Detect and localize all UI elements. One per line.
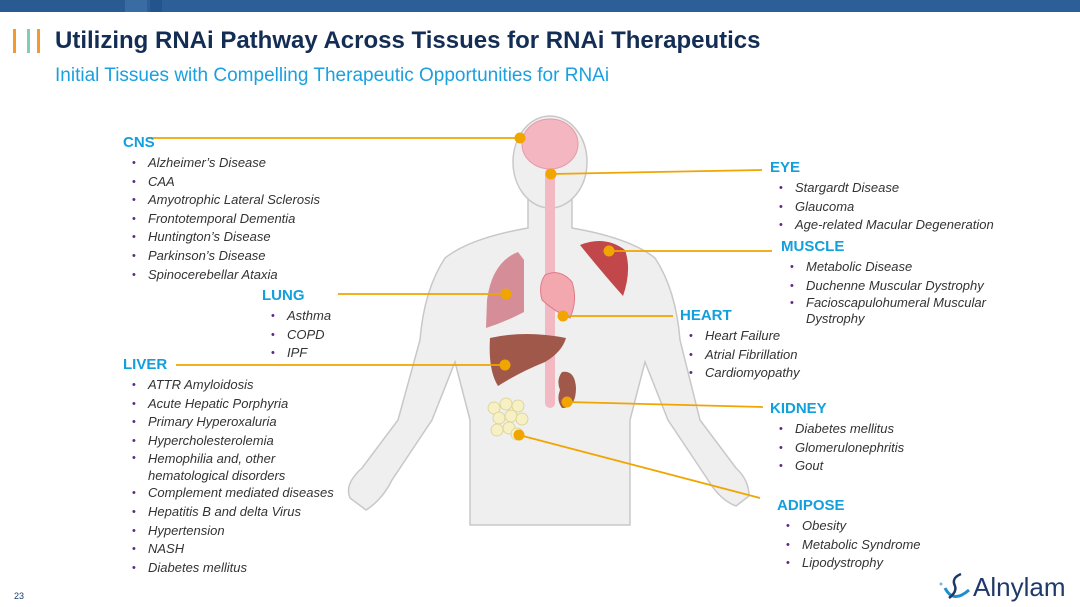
tissue-heading: KIDNEY: [770, 400, 827, 417]
tissue-eye: EYE Stargardt Disease Glaucoma Age-relat…: [770, 159, 994, 235]
list-item: Glomerulonephritis: [770, 439, 904, 458]
list-item: Stargardt Disease: [770, 179, 994, 198]
list-item: IPF: [262, 344, 331, 363]
logo-mark-icon: [939, 572, 970, 599]
list-item: Amyotrophic Lateral Sclerosis: [123, 191, 320, 210]
shoulder-muscle: [580, 241, 629, 296]
disease-list: Diabetes mellitus Glomerulonephritis Gou…: [770, 420, 904, 476]
list-item: Complement mediated diseases: [123, 484, 334, 503]
list-item: Facioscapulohumeral Muscular Dystrophy: [781, 295, 1006, 327]
tissue-heading: LIVER: [123, 356, 168, 373]
liver: [489, 334, 566, 386]
list-item: Cardiomyopathy: [680, 364, 800, 383]
list-item: Gout: [770, 457, 904, 476]
list-item: COPD: [262, 326, 331, 345]
accent-bar: [13, 29, 16, 53]
disease-list: Alzheimer’s Disease CAA Amyotrophic Late…: [123, 154, 320, 284]
tissue-cns: CNS Alzheimer’s Disease CAA Amyotrophic …: [123, 134, 320, 284]
list-item: Hypercholesterolemia: [123, 432, 334, 451]
list-item: Glaucoma: [770, 198, 994, 217]
accent-bar: [27, 29, 30, 53]
brain: [521, 118, 579, 170]
list-item: Frontotemporal Dementia: [123, 210, 320, 229]
tissue-heading: ADIPOSE: [777, 497, 845, 514]
list-item: Diabetes mellitus: [770, 420, 904, 439]
list-item: Age-related Macular Degeneration: [770, 216, 994, 235]
disease-list: Obesity Metabolic Syndrome Lipodystrophy: [777, 517, 921, 573]
list-item: Heart Failure: [680, 327, 800, 346]
list-item: Spinocerebellar Ataxia: [123, 266, 320, 285]
logo-text: Alnylam: [973, 571, 1066, 602]
alnylam-logo: Alnylam: [937, 570, 1065, 604]
list-item: Duchenne Muscular Dystrophy: [781, 277, 1006, 296]
list-item: Huntington’s Disease: [123, 228, 320, 247]
list-item: ATTR Amyloidosis: [123, 376, 334, 395]
banner-segment: [0, 0, 125, 12]
page-number: 23: [14, 591, 25, 601]
disease-list: ATTR Amyloidosis Acute Hepatic Porphyria…: [123, 376, 334, 577]
tissue-lung: LUNG Asthma COPD IPF: [262, 287, 331, 363]
connector-lines: [148, 137, 772, 499]
list-item: CAA: [123, 173, 320, 192]
tissue-heart: HEART Heart Failure Atrial Fibrillation …: [680, 307, 800, 383]
list-item: Obesity: [777, 517, 921, 536]
list-item: Metabolic Syndrome: [777, 536, 921, 555]
top-banner: [0, 0, 1080, 12]
list-item: Hepatitis B and delta Virus: [123, 503, 334, 522]
tissue-heading: MUSCLE: [781, 238, 845, 255]
slide-subtitle: Initial Tissues with Compelling Therapeu…: [55, 65, 610, 86]
disease-list: Heart Failure Atrial Fibrillation Cardio…: [680, 327, 800, 383]
list-item: Hypertension: [123, 522, 334, 541]
list-item: Alzheimer’s Disease: [123, 154, 320, 173]
list-item: Metabolic Disease: [781, 258, 1006, 277]
tissue-heading: HEART: [680, 307, 732, 324]
tissue-heading: EYE: [770, 159, 801, 176]
disease-list: Metabolic Disease Duchenne Muscular Dyst…: [781, 258, 1006, 327]
disease-list: Asthma COPD IPF: [262, 307, 331, 363]
slide-title: Utilizing RNAi Pathway Across Tissues fo…: [55, 27, 761, 54]
adipose-tissue: [487, 397, 529, 441]
accent-bar: [37, 29, 40, 53]
banner-segment: [150, 0, 162, 12]
disease-list: Stargardt Disease Glaucoma Age-related M…: [770, 179, 994, 235]
list-item: Lipodystrophy: [777, 554, 921, 573]
connector-dots: [499, 132, 615, 441]
tissue-liver: LIVER ATTR Amyloidosis Acute Hepatic Por…: [123, 356, 334, 577]
tissue-heading: CNS: [123, 134, 155, 151]
list-item: Parkinson’s Disease: [123, 247, 320, 266]
list-item: Hemophilia and, other hematological diso…: [123, 450, 318, 484]
heart-organ: [540, 272, 576, 319]
tissue-adipose: ADIPOSE Obesity Metabolic Syndrome Lipod…: [777, 497, 921, 573]
tissue-kidney: KIDNEY Diabetes mellitus Glomerulonephri…: [770, 400, 904, 476]
list-item: NASH: [123, 540, 334, 559]
tissue-muscle: MUSCLE Metabolic Disease Duchenne Muscul…: [781, 238, 1006, 327]
banner-segment: [125, 0, 147, 12]
tissue-heading: LUNG: [262, 287, 305, 304]
list-item: Acute Hepatic Porphyria: [123, 395, 334, 414]
list-item: Diabetes mellitus: [123, 559, 334, 578]
list-item: Asthma: [262, 307, 331, 326]
list-item: Primary Hyperoxaluria: [123, 413, 334, 432]
list-item: Atrial Fibrillation: [680, 346, 800, 365]
